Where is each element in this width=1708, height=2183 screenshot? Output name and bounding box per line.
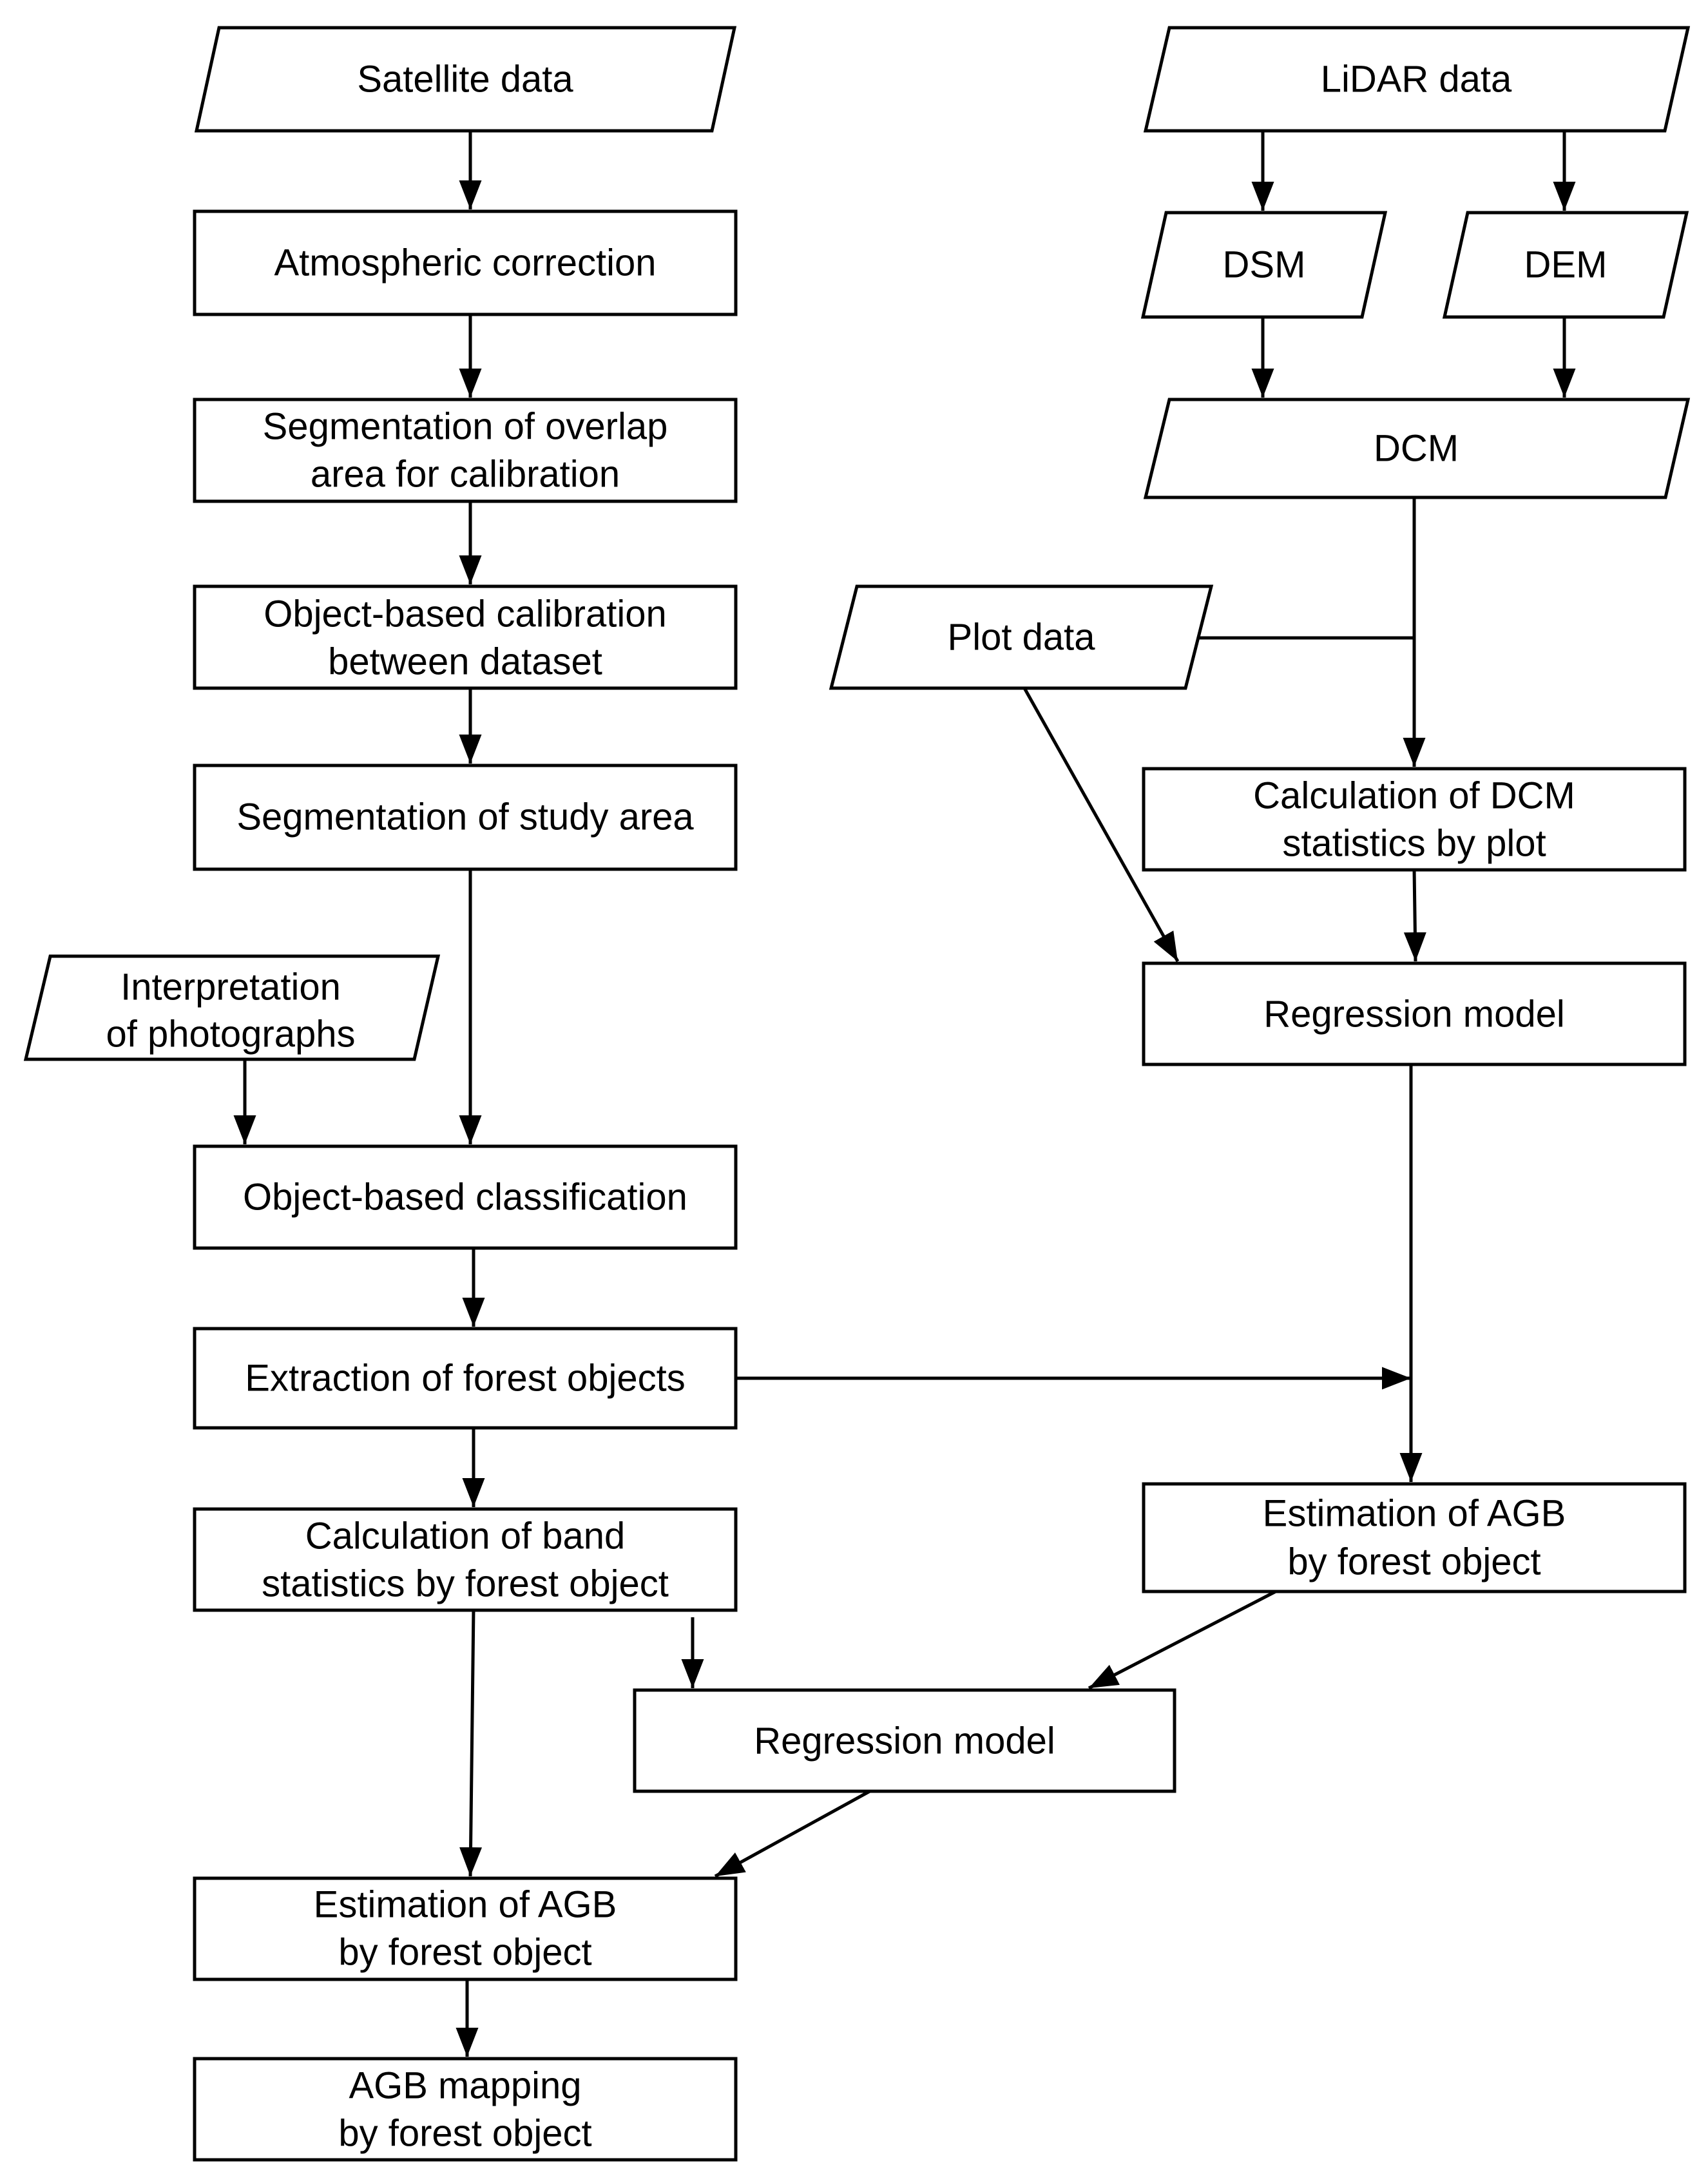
node-label: Atmospheric correction bbox=[274, 242, 656, 284]
process-box bbox=[193, 1327, 738, 1430]
node-atmospheric-correction: Atmospheric correction bbox=[193, 209, 738, 316]
process-box bbox=[193, 1144, 738, 1250]
process-box bbox=[193, 1507, 738, 1612]
data-input-shape bbox=[829, 584, 1214, 690]
node-plot-data: Plot data bbox=[829, 584, 1214, 690]
process-box bbox=[193, 1876, 738, 1981]
node-label: Extraction of forest objects bbox=[245, 1358, 685, 1399]
node-label-line-2: of photographs bbox=[106, 1014, 356, 1055]
node-label-line-1: Calculation of band bbox=[305, 1515, 626, 1557]
node-object-calibration: Object-based calibration between dataset bbox=[193, 584, 738, 690]
node-dem: DEM bbox=[1442, 211, 1689, 319]
node-label-line-2: by forest object bbox=[1287, 1541, 1540, 1583]
process-box bbox=[1142, 961, 1687, 1066]
node-lidar-data: LiDAR data bbox=[1143, 26, 1691, 133]
node-label-line-2: by forest object bbox=[338, 2113, 591, 2155]
node-object-classification: Object-based classification bbox=[193, 1144, 738, 1250]
node-label: DCM bbox=[1374, 428, 1459, 470]
node-label-line-1: Interpretation bbox=[120, 966, 341, 1008]
arrow-estimation-right-to-regression-bottom bbox=[1088, 1590, 1277, 1690]
node-label-line-1: AGB mapping bbox=[349, 2065, 581, 2107]
data-input-shape bbox=[1442, 211, 1689, 319]
node-satellite-data: Satellite data bbox=[194, 26, 737, 133]
node-label: DSM bbox=[1223, 244, 1306, 286]
arrow-dcm-stats-to-regression-right bbox=[1403, 869, 1426, 962]
arrow-plot-data-to-regression-right bbox=[1022, 687, 1180, 963]
node-label-line-2: statistics by plot bbox=[1282, 823, 1546, 865]
process-box bbox=[193, 2057, 738, 2162]
node-label: Regression model bbox=[754, 1720, 1055, 1762]
node-dcm-statistics: Calculation of DCM statistics by plot bbox=[1142, 767, 1687, 872]
node-label-line-1: Calculation of DCM bbox=[1253, 775, 1575, 817]
process-box bbox=[1142, 767, 1687, 872]
node-label-line-1: Segmentation of overlap bbox=[263, 406, 668, 448]
node-label: Plot data bbox=[948, 617, 1096, 659]
node-segmentation-study: Segmentation of study area bbox=[193, 764, 738, 871]
node-extraction-forest: Extraction of forest objects bbox=[193, 1327, 738, 1430]
node-label-line-2: between dataset bbox=[328, 641, 602, 683]
node-label-line-2: area for calibration bbox=[311, 454, 620, 495]
arrow-regression-bottom-to-estimation-left bbox=[714, 1789, 871, 1878]
node-interpretation-photographs: Interpretation of photographs bbox=[23, 954, 441, 1061]
node-dcm: DCM bbox=[1143, 398, 1691, 499]
node-label: Satellite data bbox=[357, 59, 573, 101]
data-input-shape bbox=[23, 954, 441, 1061]
node-label: DEM bbox=[1524, 244, 1607, 286]
node-label-line-1: Estimation of AGB bbox=[1263, 1493, 1566, 1535]
node-estimation-agb-left: Estimation of AGB by forest object bbox=[193, 1876, 738, 1981]
node-estimation-agb-right: Estimation of AGB by forest object bbox=[1142, 1482, 1687, 1593]
node-dsm: DSM bbox=[1140, 211, 1388, 319]
node-label: Segmentation of study area bbox=[236, 796, 694, 838]
node-label-line-1: Estimation of AGB bbox=[314, 1884, 617, 1926]
node-regression-model-right: Regression model bbox=[1142, 961, 1687, 1066]
node-label-line-2: by forest object bbox=[338, 1932, 591, 1974]
arrow-band-stats-to-estimation-left bbox=[459, 1608, 483, 1877]
node-regression-model-bottom: Regression model bbox=[633, 1688, 1176, 1793]
process-box bbox=[193, 764, 738, 871]
connectors bbox=[233, 131, 1576, 2057]
process-box bbox=[193, 209, 738, 316]
node-label: Regression model bbox=[1263, 994, 1564, 1035]
node-label-line-2: statistics by forest object bbox=[262, 1563, 669, 1605]
data-input-shape bbox=[1143, 26, 1691, 133]
process-box bbox=[1142, 1482, 1687, 1593]
node-label: Object-based classification bbox=[243, 1177, 687, 1218]
data-input-shape bbox=[194, 26, 737, 133]
node-segmentation-overlap: Segmentation of overlap area for calibra… bbox=[193, 398, 738, 503]
node-label: LiDAR data bbox=[1321, 59, 1512, 101]
data-input-shape bbox=[1140, 211, 1388, 319]
node-label-line-1: Object-based calibration bbox=[264, 593, 666, 635]
process-box bbox=[633, 1688, 1176, 1793]
node-agb-mapping: AGB mapping by forest object bbox=[193, 2057, 738, 2162]
node-band-statistics: Calculation of band statistics by forest… bbox=[193, 1507, 738, 1612]
data-input-shape bbox=[1143, 398, 1691, 499]
process-box bbox=[193, 584, 738, 690]
process-box bbox=[193, 398, 738, 503]
